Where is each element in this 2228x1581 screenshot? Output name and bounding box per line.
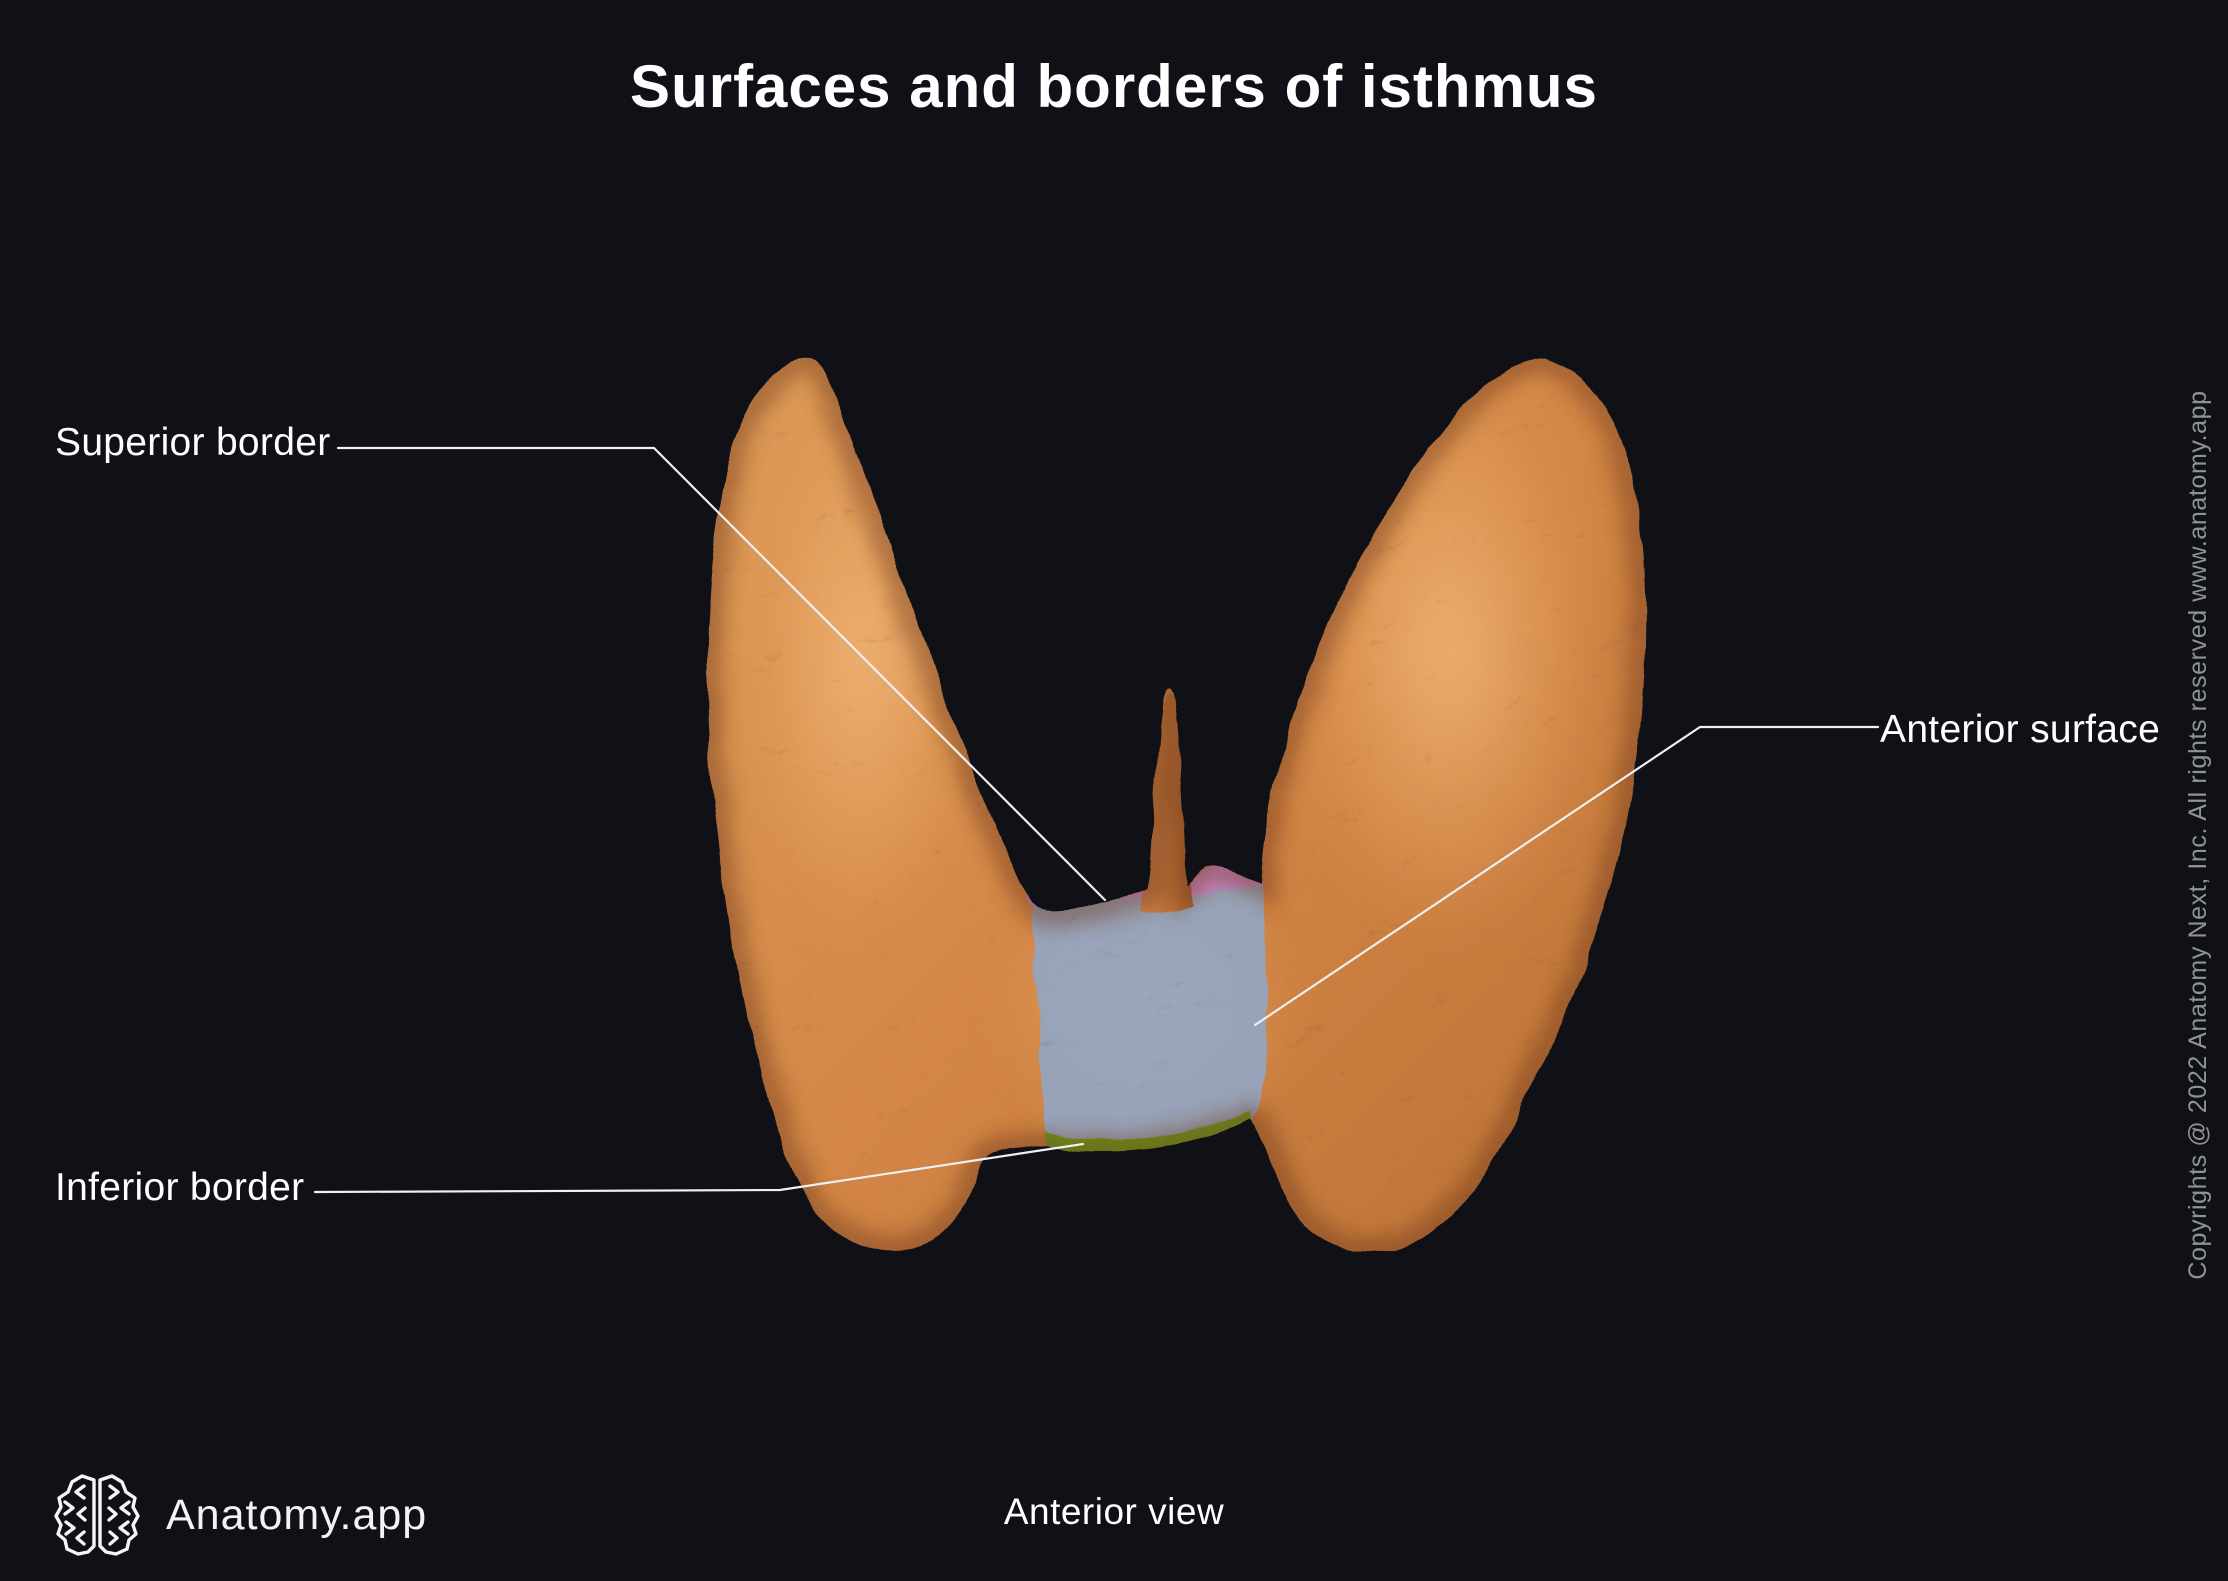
leader-line-inferior-border bbox=[313, 1142, 1085, 1194]
brain-right-hemisphere bbox=[98, 1474, 140, 1556]
view-caption: Anterior view bbox=[1003, 1491, 1225, 1532]
brand: Anatomy.app bbox=[52, 1472, 427, 1558]
brain-left-hemisphere bbox=[54, 1474, 96, 1556]
leader-line-superior-border bbox=[336, 446, 1107, 902]
thyroid-gland bbox=[706, 357, 1646, 1254]
brand-name: Anatomy.app bbox=[166, 1490, 428, 1539]
label-inferior-border: Inferior border bbox=[55, 1166, 305, 1209]
page-title: Surfaces and borders of isthmus bbox=[630, 53, 1598, 120]
copyright-text: Copyrights @ 2022 Anatomy Next, Inc. All… bbox=[2184, 390, 2212, 1280]
leader-line-anterior-surface bbox=[1253, 725, 1880, 1027]
label-superior-border: Superior border bbox=[55, 421, 331, 464]
brain-logo-icon bbox=[54, 1474, 140, 1556]
label-anterior-surface: Anterior surface bbox=[1880, 708, 2161, 751]
